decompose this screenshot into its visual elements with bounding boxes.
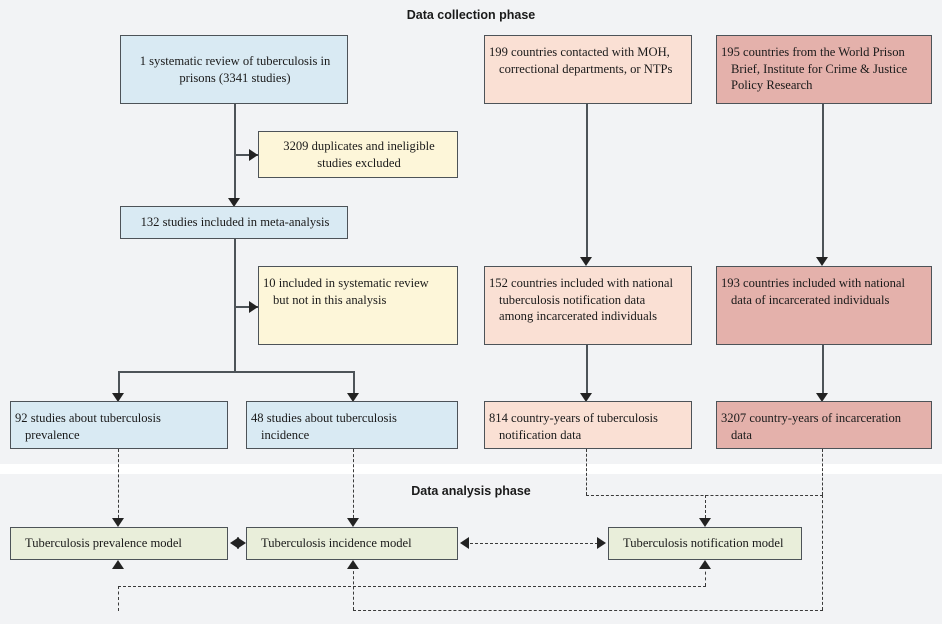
arrowhead-prevalence-incidence-right [237, 537, 246, 549]
arrowhead-prevalence-studies [112, 393, 124, 402]
connector-notification-to-country-years [586, 345, 588, 397]
node-notification-model[interactable]: Tuberculosis notification model [608, 527, 802, 560]
data-collection-phase-title: Data collection phase [406, 8, 536, 22]
arrowhead-prevalence-model-bottom [112, 560, 124, 569]
dashed-feedback-row-two [353, 610, 823, 611]
dashed-feedback-to-prevalence-vertical [118, 586, 119, 611]
node-countries-incarceration[interactable]: 193 countries included with national dat… [716, 266, 932, 345]
arrowhead-notification-model-left [597, 537, 606, 549]
arrowhead-countries-incarceration [816, 257, 828, 266]
connector-meta-to-split [234, 239, 236, 371]
arrowhead-notification-model-top [699, 518, 711, 527]
arrowhead-meta-analysis [228, 198, 240, 207]
arrowhead-prevalence-incidence-left [230, 537, 239, 549]
arrowhead-incidence-model [347, 518, 359, 527]
dashed-into-notification-model [705, 495, 706, 523]
arrowhead-notification-model-bottom [699, 560, 711, 569]
dashed-feedback-notification-down [705, 566, 706, 586]
node-meta-analysis[interactable]: 132 studies included in meta-analysis [120, 206, 348, 239]
node-prevalence-studies[interactable]: 92 studies about tuberculosis prevalence [10, 401, 228, 449]
node-systematic-review[interactable]: 1 systematic review of tuberculosis in p… [120, 35, 348, 104]
node-incidence-studies[interactable]: 48 studies about tuberculosis incidence [246, 401, 458, 449]
arrowhead-country-years-notification [580, 393, 592, 402]
connector-incarceration-to-country-years [822, 345, 824, 397]
arrowhead-incidence-model-bottom [347, 560, 359, 569]
node-countries-notification[interactable]: 152 countries included with national tub… [484, 266, 692, 345]
connector-contacted-to-included [586, 104, 588, 262]
node-country-years-incarceration[interactable]: 3207 country-years of incarceration data [716, 401, 932, 449]
node-incidence-model[interactable]: Tuberculosis incidence model [246, 527, 458, 560]
dashed-incarceration-data-down [822, 449, 823, 495]
dashed-notification-data-across [586, 495, 823, 496]
dashed-feedback-row-one [118, 586, 706, 587]
arrowhead-not-in-analysis [249, 301, 258, 313]
connector-split-right [353, 371, 355, 397]
dashed-incarceration-long-vertical [822, 495, 823, 610]
connector-wpb-to-included [822, 104, 824, 262]
arrowhead-countries-notification [580, 257, 592, 266]
dashed-incidence-notification-link [470, 543, 598, 544]
arrowhead-prevalence-model [112, 518, 124, 527]
data-analysis-phase-title: Data analysis phase [411, 484, 531, 498]
arrowhead-incidence-studies [347, 393, 359, 402]
dashed-feedback-to-incidence-vertical [353, 566, 354, 610]
node-country-years-notification[interactable]: 814 country-years of tuberculosis notifi… [484, 401, 692, 449]
arrowhead-duplicates [249, 149, 258, 161]
connector-review-to-meta [234, 104, 236, 202]
dashed-prevalence-studies-to-model [118, 449, 119, 523]
dashed-notification-data-down [586, 449, 587, 495]
node-prevalence-model[interactable]: Tuberculosis prevalence model [10, 527, 228, 560]
node-duplicates-excluded[interactable]: 3209 duplicates and ineligible studies e… [258, 131, 458, 178]
connector-split-bar [118, 371, 354, 373]
node-countries-contacted[interactable]: 199 countries contacted with MOH, correc… [484, 35, 692, 104]
node-world-prison-brief[interactable]: 195 countries from the World Prison Brie… [716, 35, 932, 104]
connector-to-not-in-analysis [234, 306, 258, 308]
arrowhead-incidence-model-right [460, 537, 469, 549]
connector-split-left [118, 371, 120, 397]
connector-to-duplicates [234, 154, 258, 156]
node-not-in-analysis[interactable]: 10 included in systematic review but not… [258, 266, 458, 345]
phase-separator [0, 464, 942, 474]
arrowhead-country-years-incarceration [816, 393, 828, 402]
dashed-incidence-studies-to-model [353, 449, 354, 523]
